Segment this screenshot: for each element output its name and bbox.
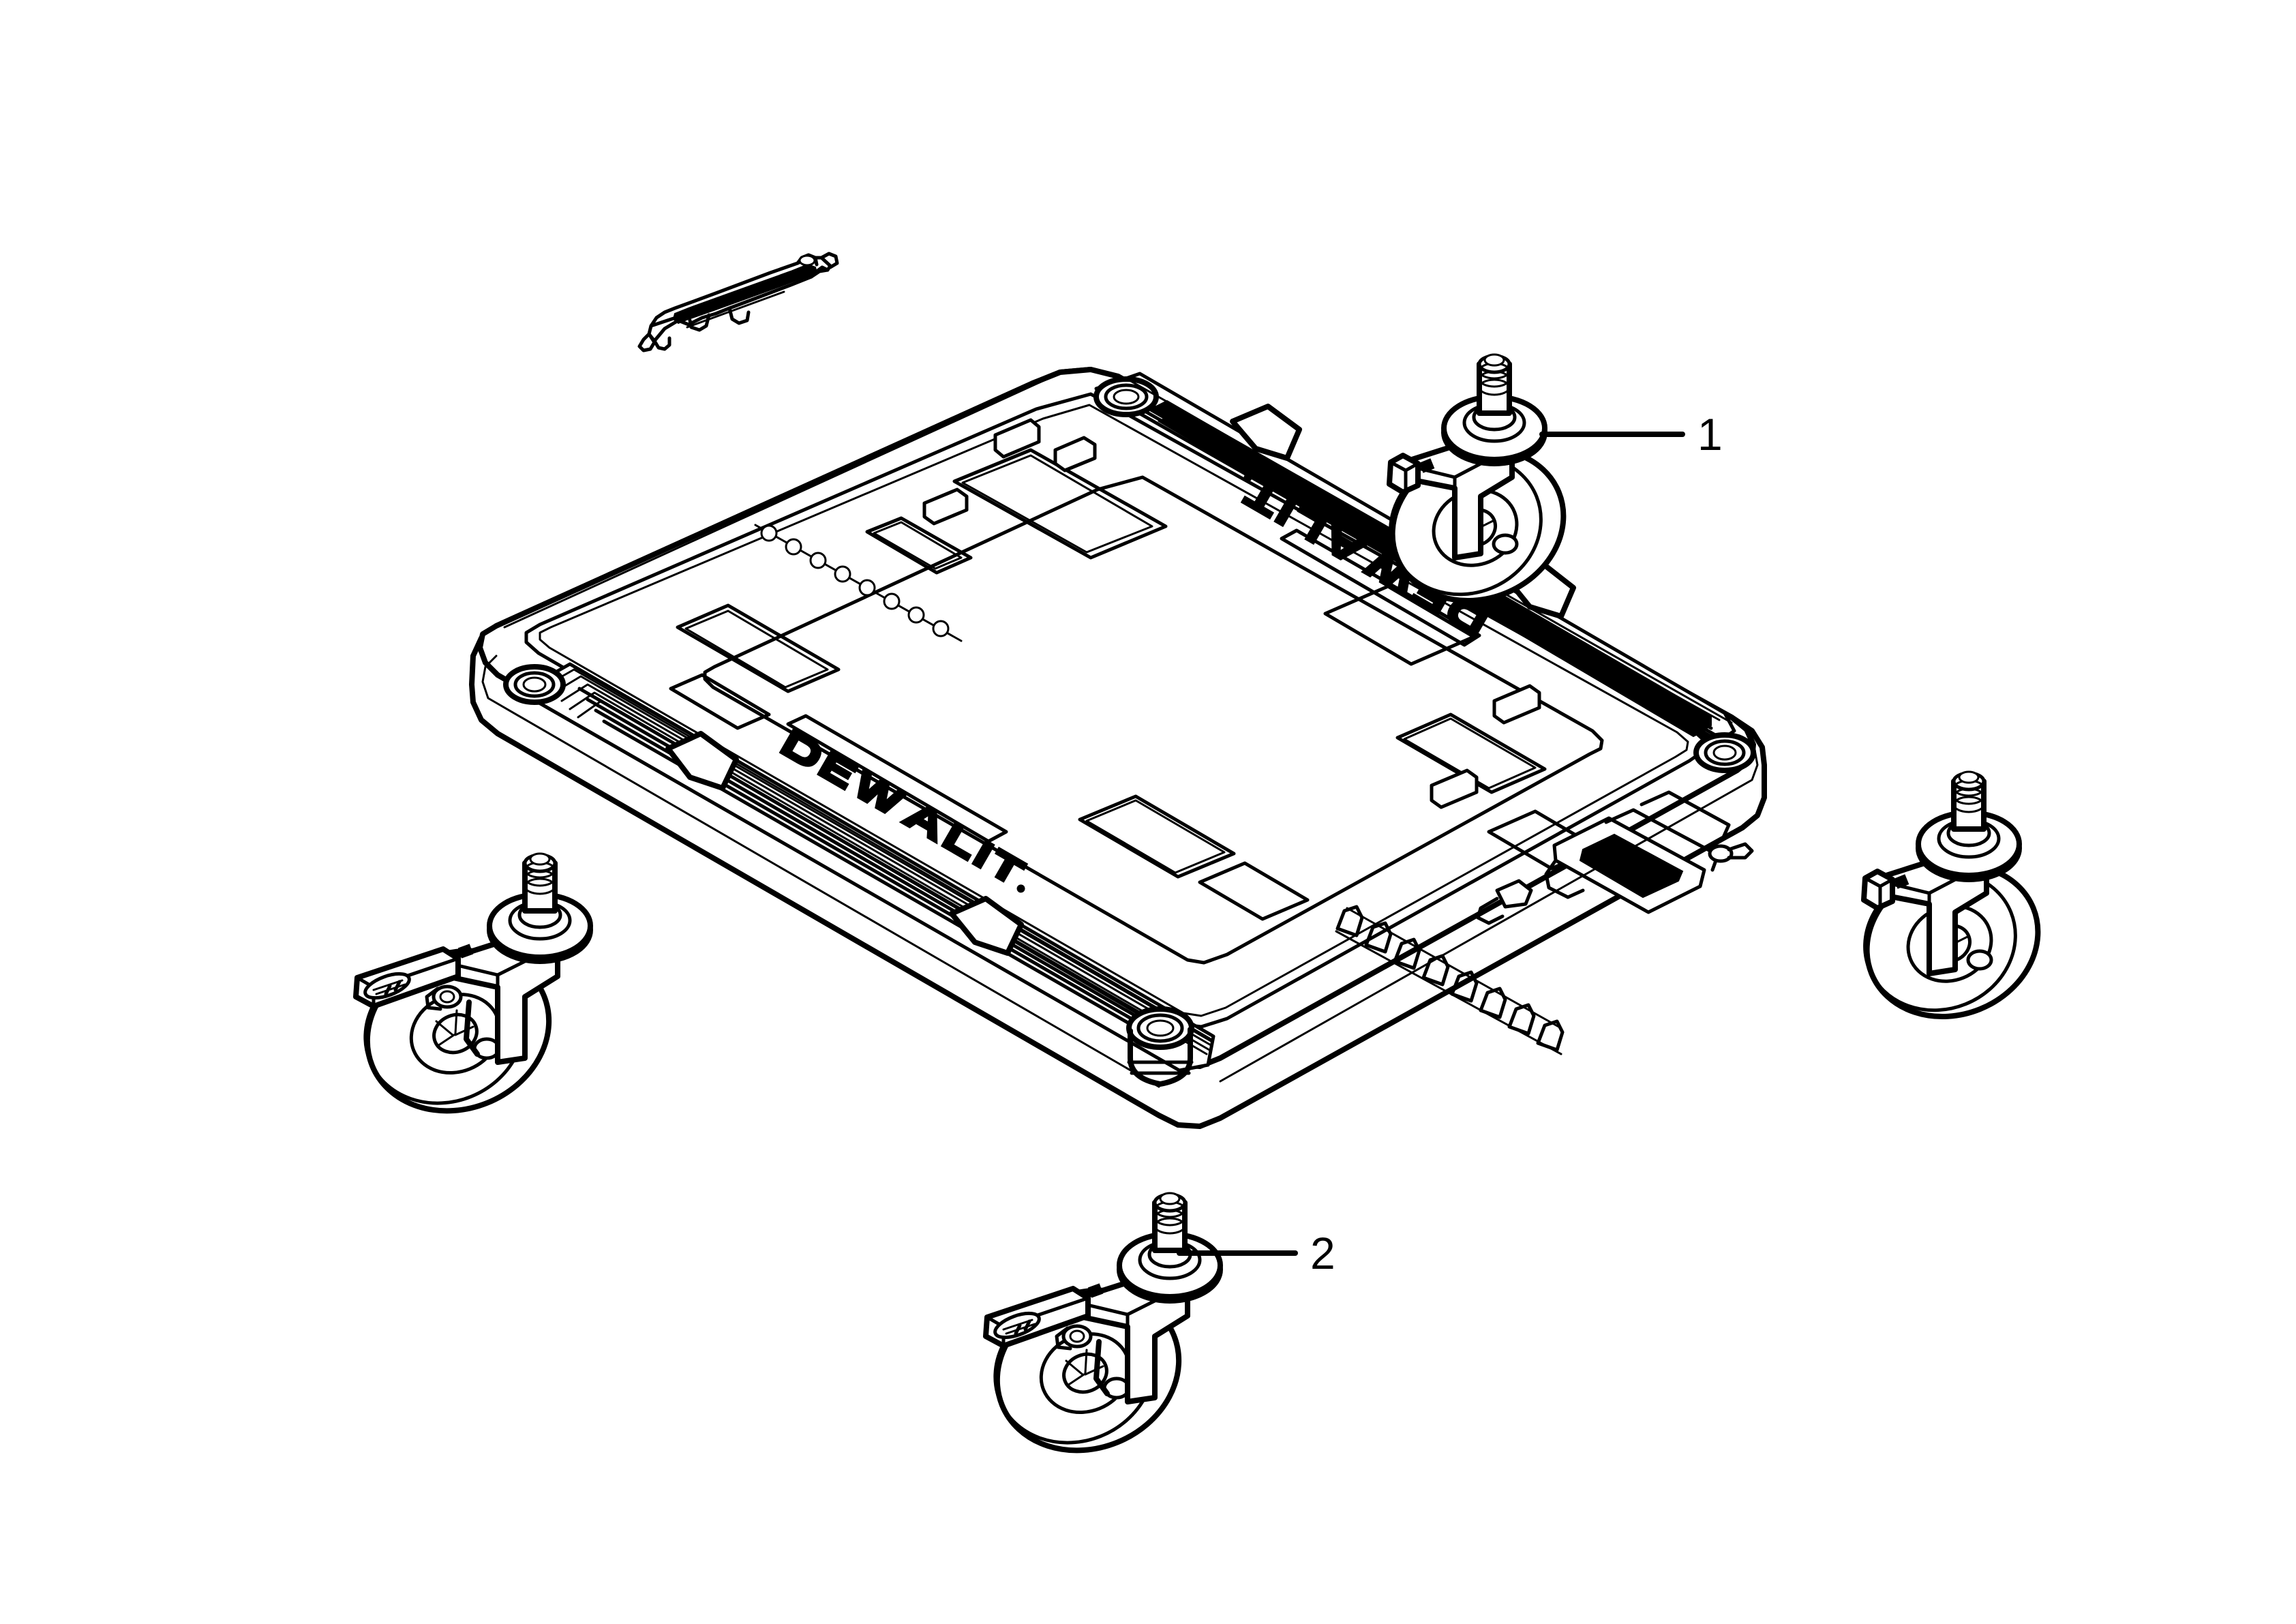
serrated-tab-row — [1335, 905, 1565, 1055]
deck-guide-walls — [665, 404, 1576, 956]
caster-socket-bottom — [1126, 1006, 1194, 1087]
caster-socket-top — [1093, 376, 1159, 417]
caster-top-right — [1387, 353, 1567, 604]
caster-left — [353, 852, 593, 1114]
caster-socket-right — [1693, 732, 1756, 773]
latch-mechanism — [1476, 790, 1754, 925]
knurled-ridge-row — [754, 524, 963, 642]
callout-1: 1 — [1539, 409, 1723, 460]
caster-bottom — [983, 1192, 1223, 1454]
callout-2: 2 — [1177, 1228, 1335, 1278]
caster-socket-left — [503, 664, 566, 705]
callout-2-number: 2 — [1310, 1228, 1335, 1278]
caster-right — [1861, 770, 2041, 1020]
latch-handle-part — [637, 252, 839, 352]
rolling-cart-platform — [469, 367, 1767, 1129]
callout-1-number: 1 — [1697, 409, 1723, 460]
dewalt-logo-front — [779, 714, 1029, 893]
deck-recesses — [669, 448, 1600, 921]
